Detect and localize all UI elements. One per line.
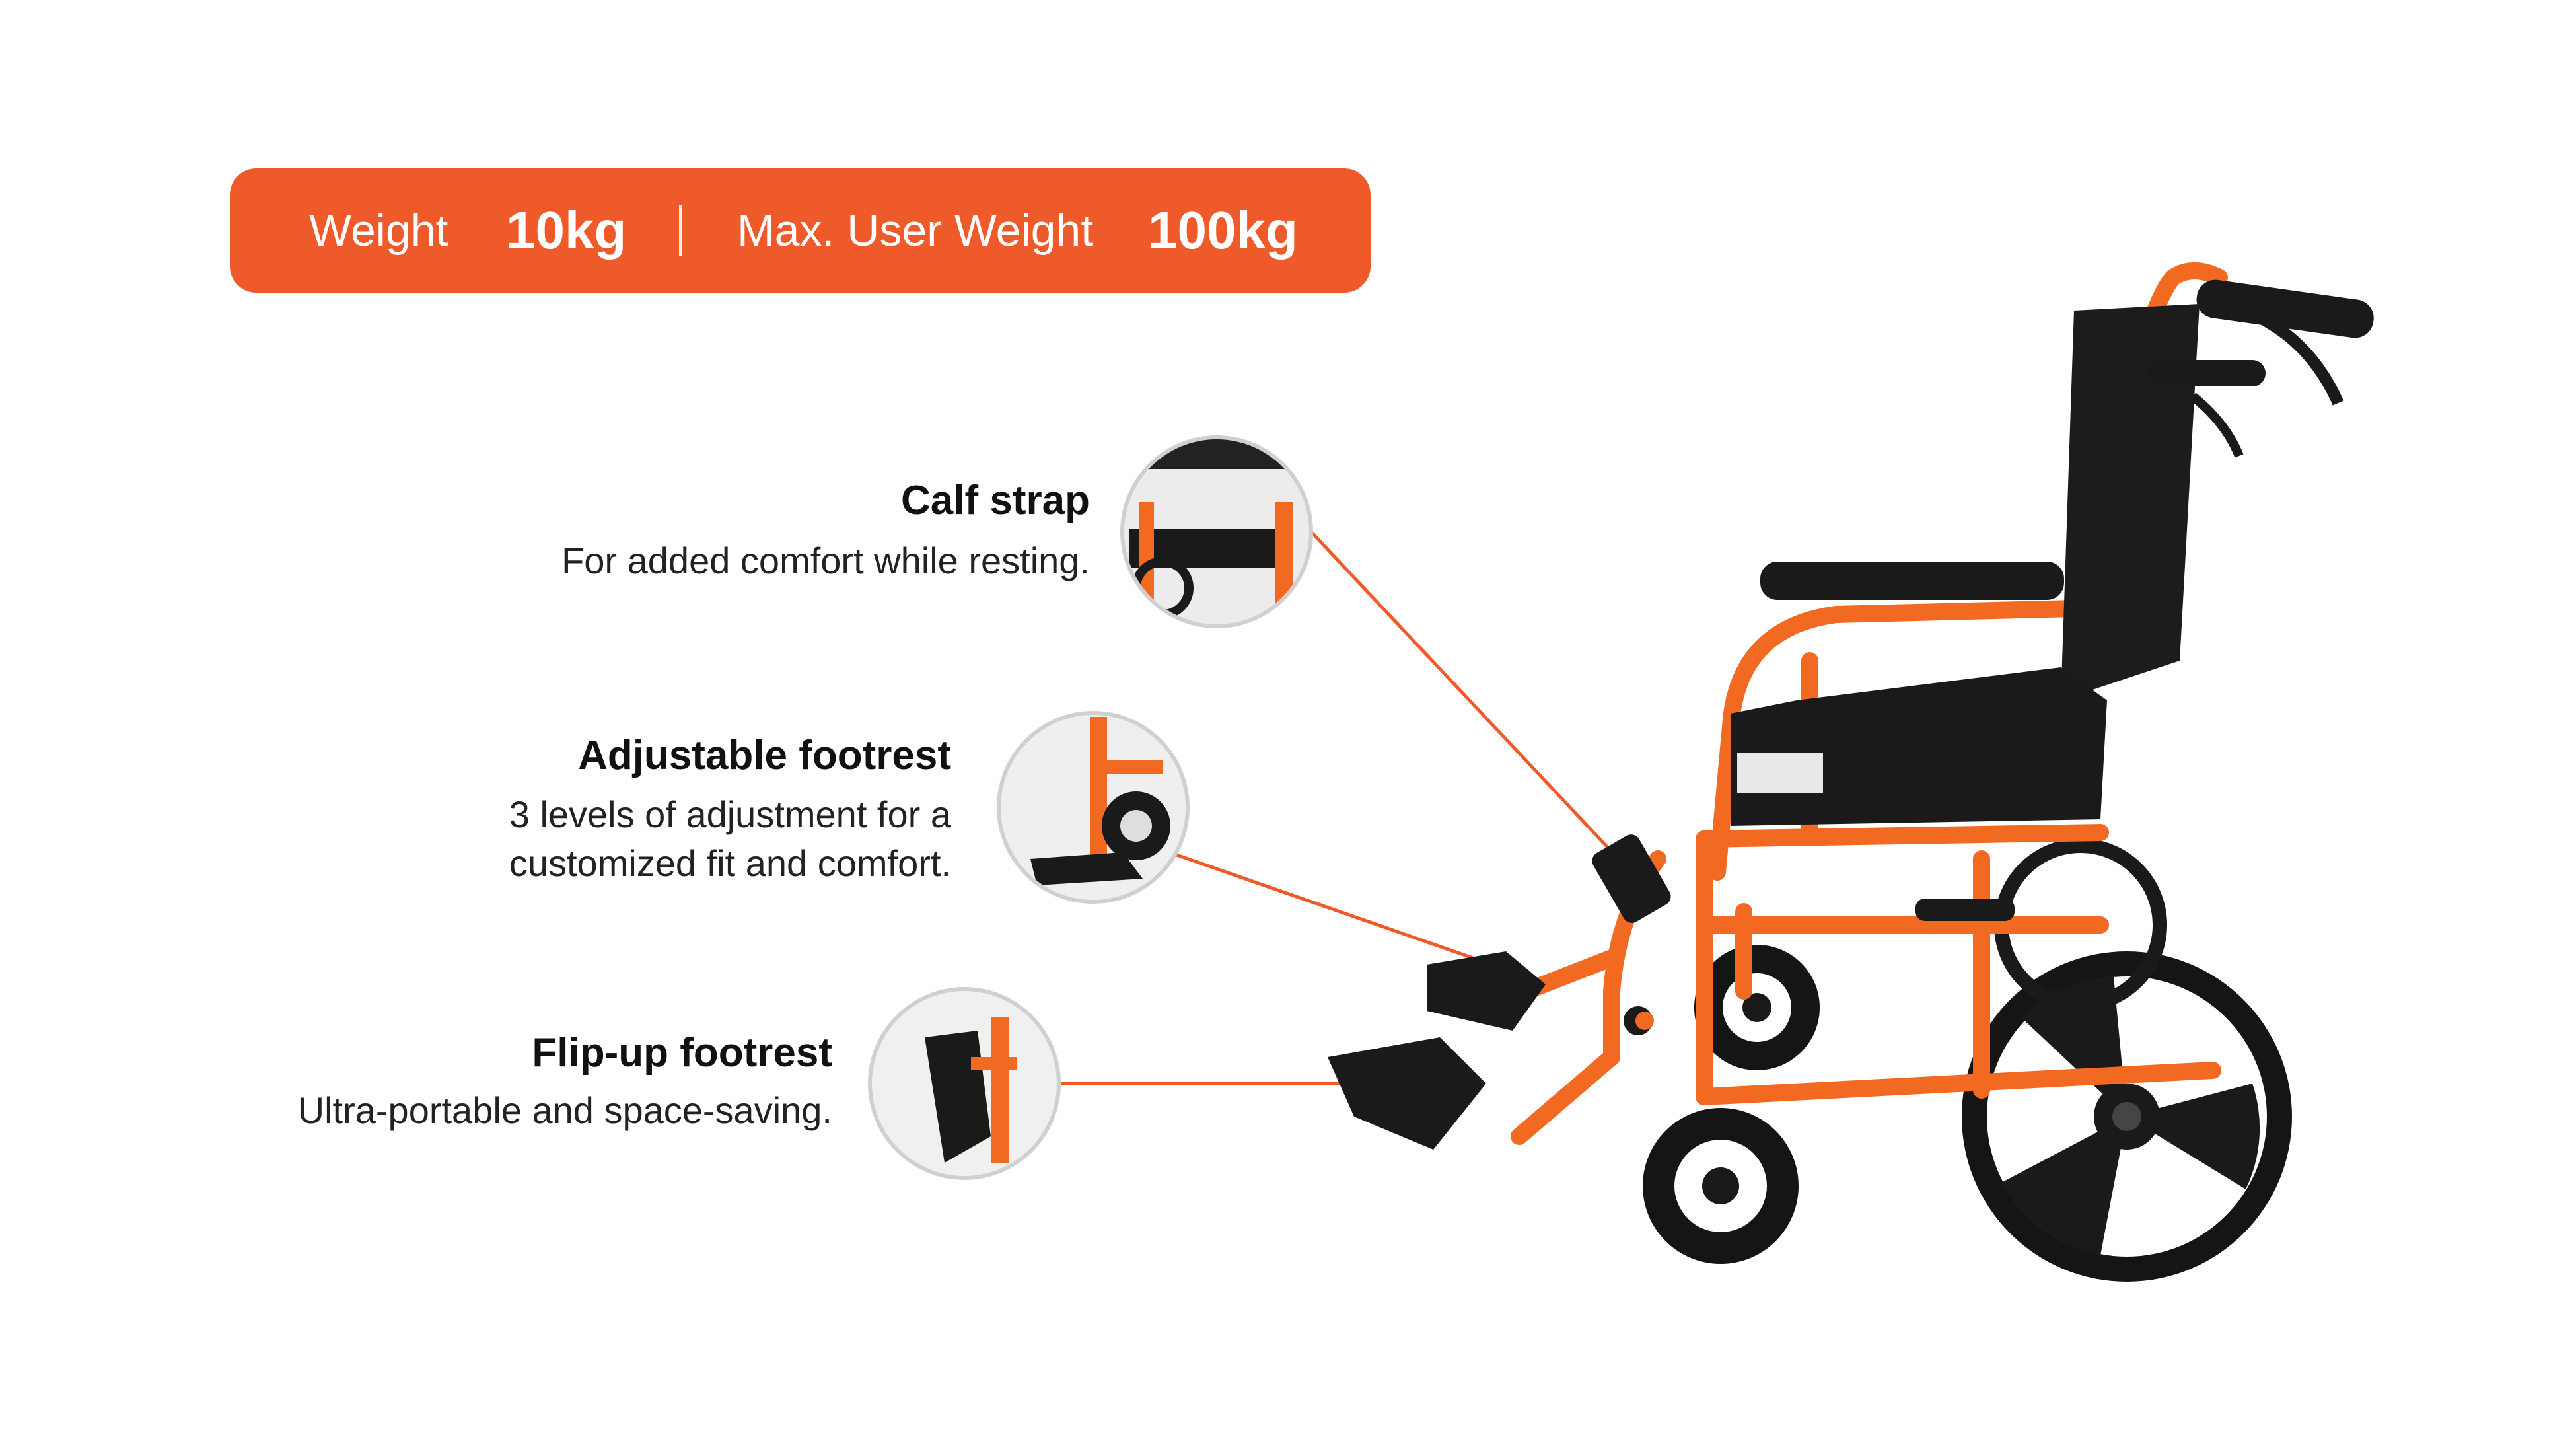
calf-strap [1592,834,1671,923]
weight-label: Weight [309,205,448,256]
rear-wheel [1962,951,2292,1282]
flip-up-footrest-title: Flip-up footrest [532,1030,832,1076]
rear-footplate [1427,951,1546,1031]
spec-banner: Weight 10kg Max. User Weight 100kg [230,168,1371,293]
wheelchair-frame [1484,262,2228,1145]
calf-strap-title: Calf strap [901,478,1090,523]
max-user-weight-label: Max. User Weight [737,205,1094,256]
weight-value: 10kg [506,201,627,260]
push-handle [2196,279,2374,338]
calf-strap-description: For added comfort while resting. [561,540,1090,581]
backrest [2061,304,2200,700]
label-sticker [1737,753,1823,793]
adjustable-footrest-title: Adjustable footrest [578,733,951,778]
max-user-weight-value: 100kg [1148,201,1298,260]
brake-lever [2256,311,2344,406]
calf-strap-thumbnail [1120,435,1313,628]
adjustable-footrest-description: 3 levels of adjustment for a customized … [509,793,951,884]
callout-lines [1050,531,1623,1085]
armrest [1760,562,2064,600]
adjustable-footrest-thumbnail [997,711,1190,904]
wheelchair [1328,262,2374,1282]
front-caster [1643,945,1820,1264]
spec-divider [679,205,682,256]
front-footplate [1328,1037,1486,1150]
flip-up-footrest-description: Ultra-portable and space-saving. [297,1089,832,1131]
seat [1731,667,2107,826]
brake-pad [1915,899,2015,921]
flip-up-footrest-thumbnail [868,987,1061,1180]
brake-handle [2147,360,2266,386]
